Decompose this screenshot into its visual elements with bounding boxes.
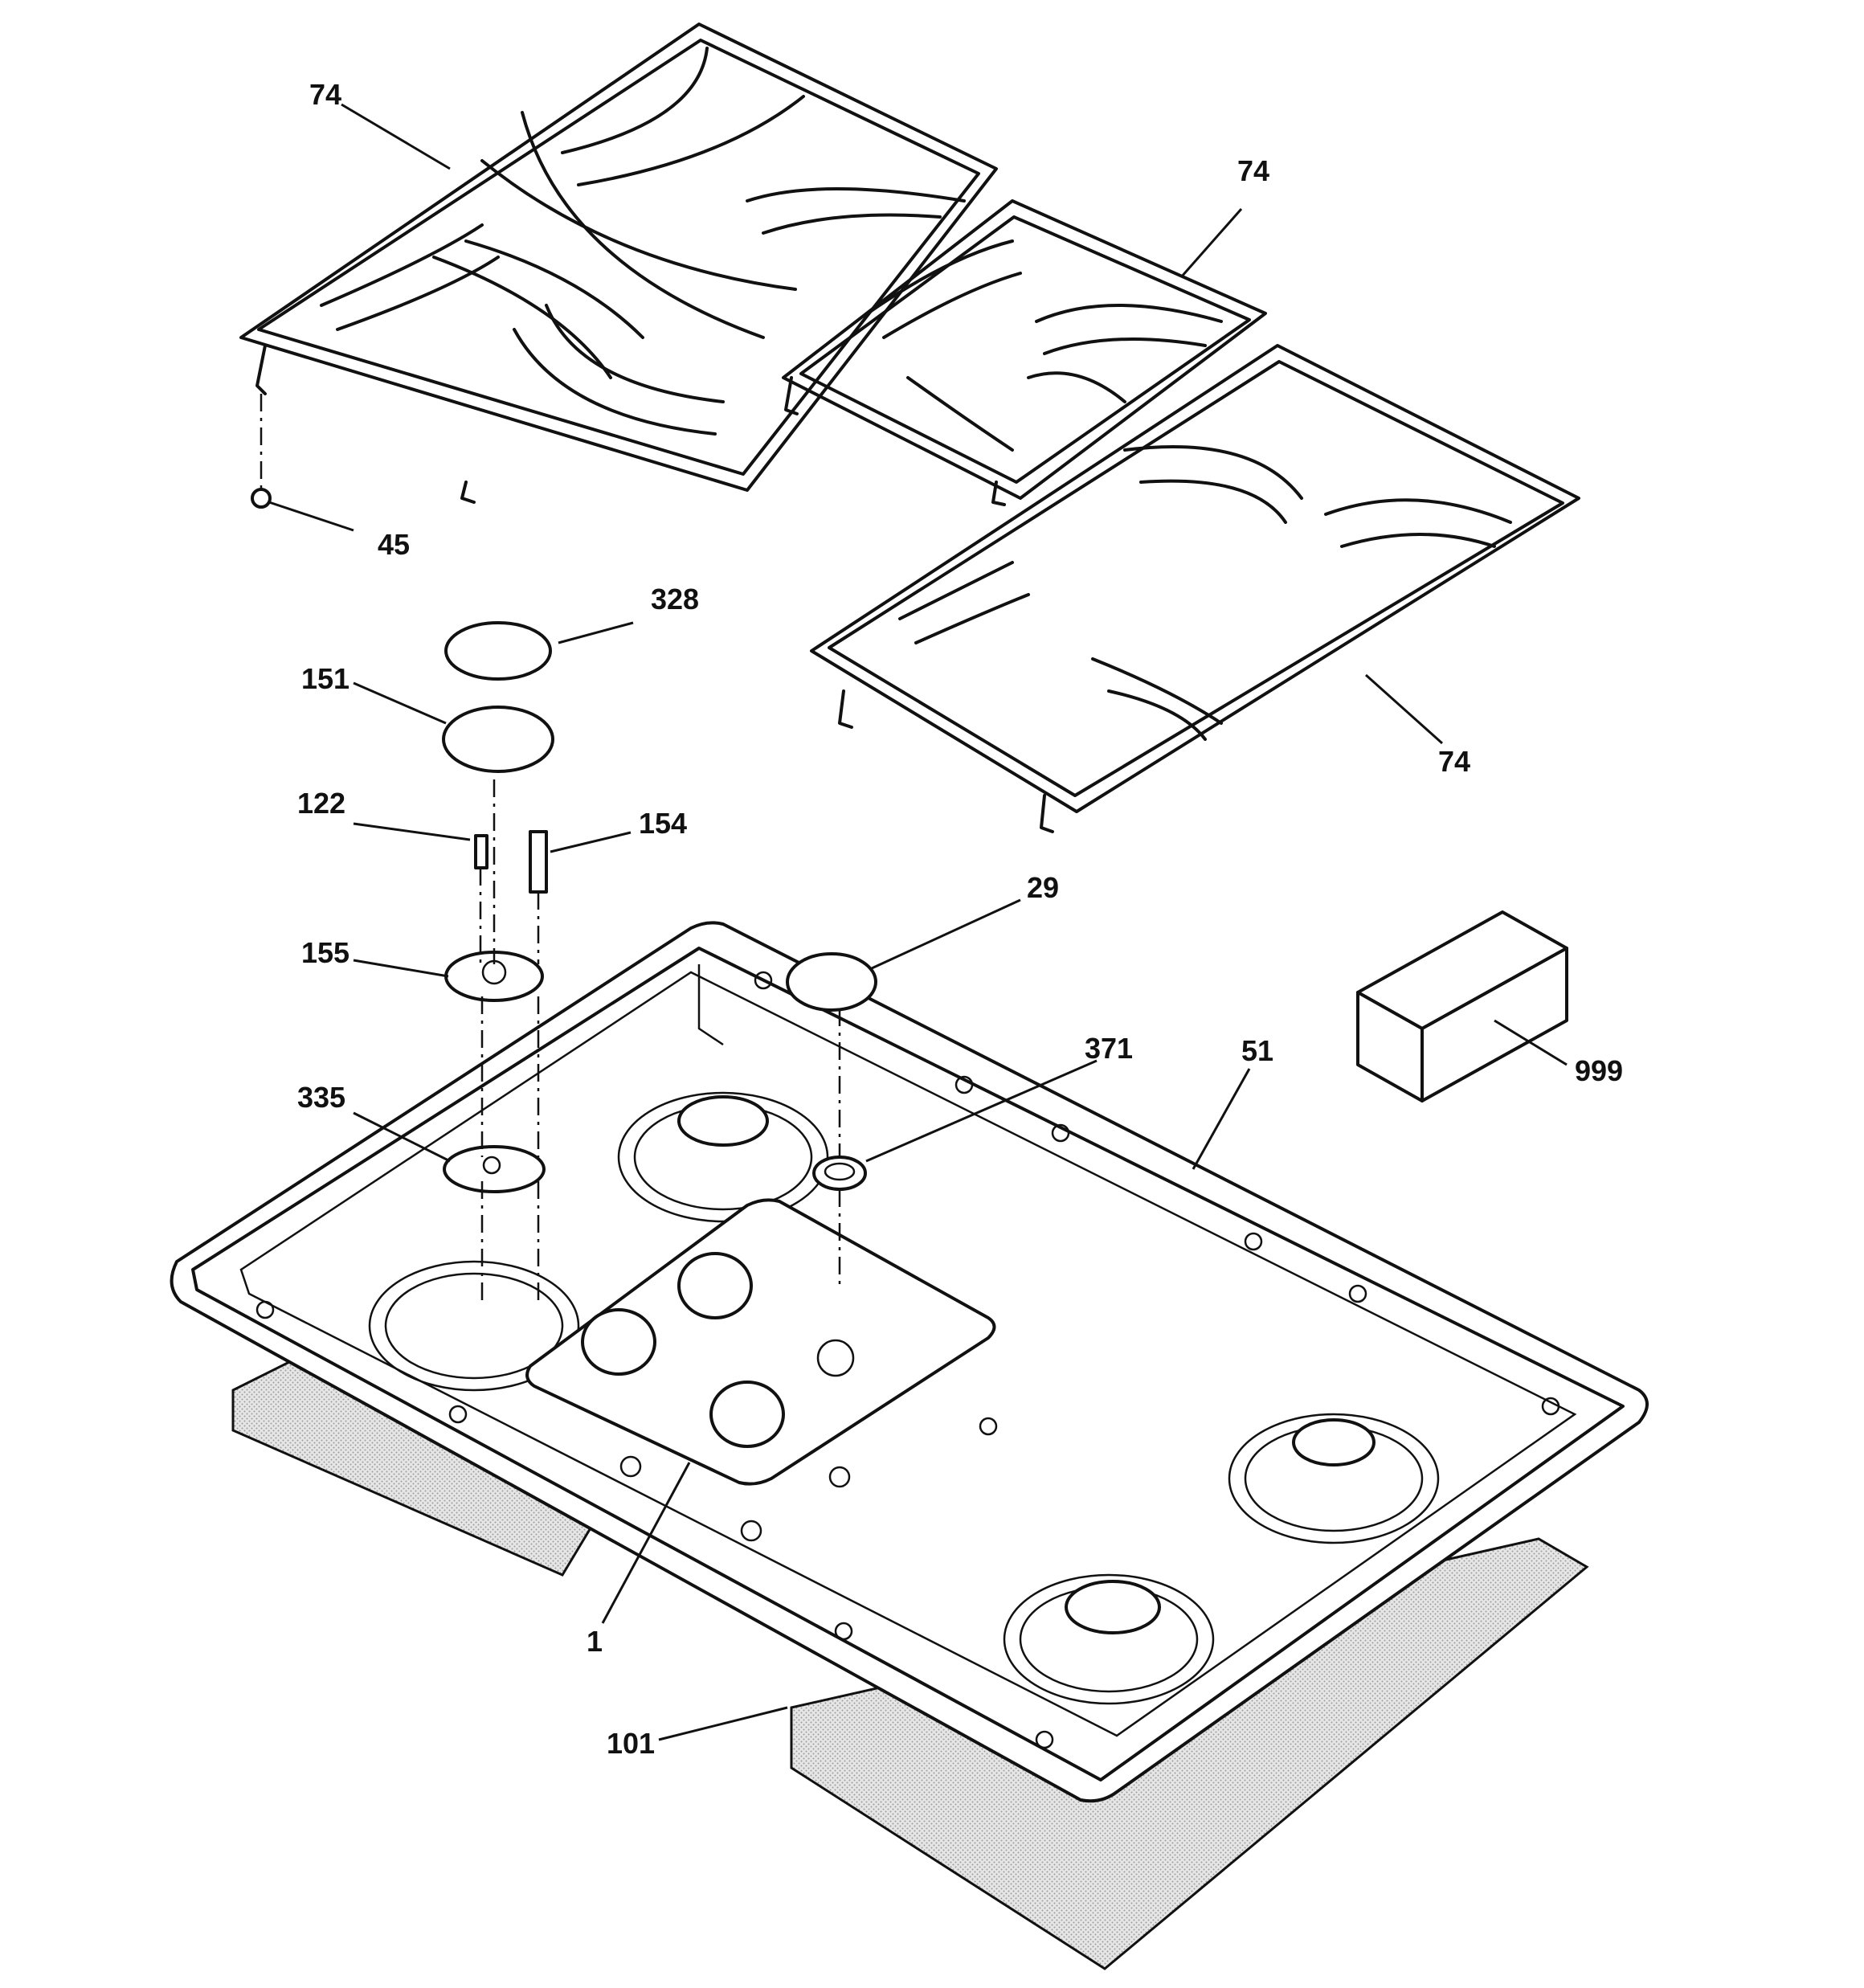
callout-29: 29 [1027,871,1059,904]
callout-155: 155 [301,936,350,969]
grate-top-left [239,22,998,504]
leader-lines [268,103,1568,1741]
burner-cap-328 [444,621,552,681]
callout-328: 328 [651,583,699,616]
spreader-335 [443,1145,546,1193]
callout-122: 122 [297,787,345,820]
callout-151: 151 [301,662,350,695]
callout-999: 999 [1575,1054,1623,1087]
callout-371: 371 [1085,1032,1133,1065]
gasket-left [231,1356,613,1577]
callout-74-top-right: 74 [1237,154,1269,187]
burner-cap-151 [442,706,554,773]
control-panel [525,1198,996,1486]
callout-154: 154 [639,807,687,840]
knob-29 [786,952,877,1012]
callout-101: 101 [607,1727,655,1760]
callout-74-right: 74 [1438,745,1470,778]
assembly-lines [260,394,841,1302]
callout-45: 45 [378,528,410,561]
screw-45 [251,488,272,509]
callout-1: 1 [587,1625,603,1658]
callout-74-top-left: 74 [309,78,341,111]
grate-right [810,344,1580,833]
electrode-154 [529,830,548,894]
ring-371 [812,1156,867,1191]
callout-labels: 74 74 74 45 328 151 122 154 29 155 371 5… [297,78,1623,1760]
callout-51: 51 [1241,1034,1273,1067]
package-999 [1356,910,1568,1102]
callout-335: 335 [297,1081,345,1114]
screw-122 [474,834,488,869]
